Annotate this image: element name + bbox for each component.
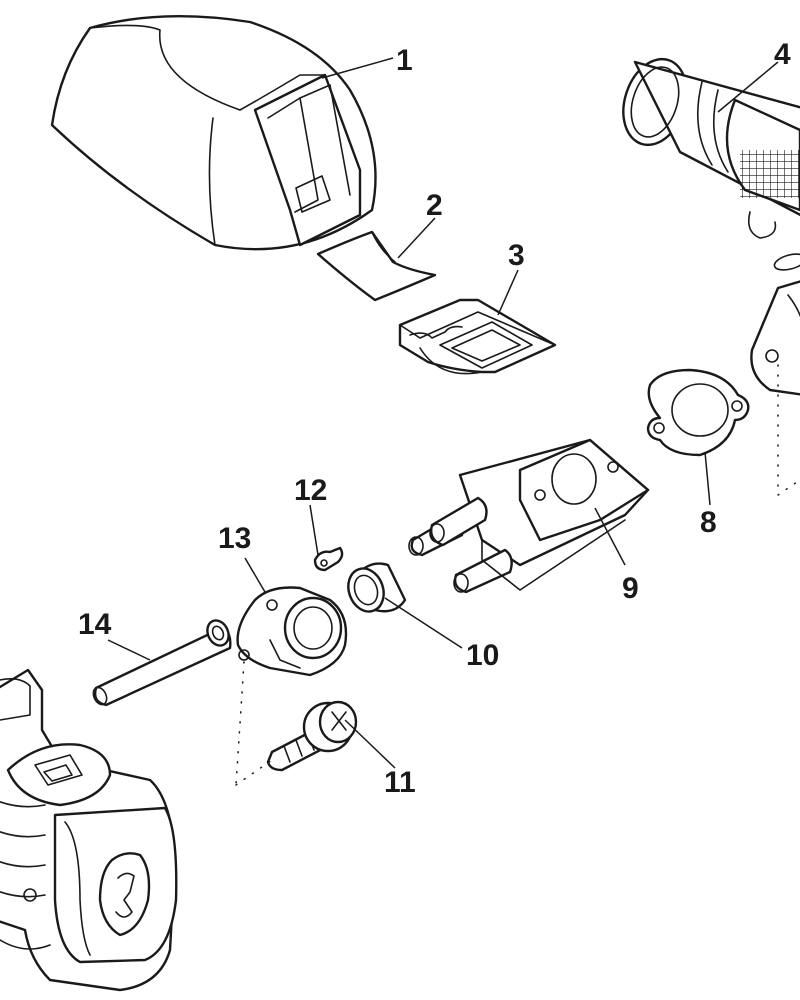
callout-labels: 1 2 3 4 8 9 10 11 12 13 14	[78, 38, 791, 799]
callout-10: 10	[466, 639, 499, 672]
callout-13: 13	[218, 522, 251, 555]
leader-lines	[107, 57, 779, 769]
callout-4: 4	[774, 38, 791, 71]
alignment-guides	[235, 364, 800, 786]
part-carburetor-body	[408, 438, 650, 594]
part-clip	[313, 546, 344, 572]
callout-8: 8	[700, 506, 717, 539]
callout-14: 14	[78, 608, 112, 641]
callout-9: 9	[622, 572, 639, 605]
part-filter-sheet	[316, 230, 437, 302]
part-gasket	[646, 368, 750, 457]
part-air-filter-cover	[50, 15, 377, 251]
part-screw	[266, 700, 358, 772]
part-right-edge-fragment	[750, 280, 800, 396]
part-mesh-filter	[622, 57, 800, 271]
part-filter-holder	[398, 298, 557, 375]
part-intake-flange	[236, 586, 348, 677]
part-engine-cylinder	[0, 668, 178, 992]
callout-3: 3	[508, 239, 525, 272]
callout-2: 2	[426, 189, 443, 222]
callout-11: 11	[384, 766, 416, 799]
callout-12: 12	[294, 474, 327, 507]
callout-1: 1	[396, 44, 413, 77]
part-rod	[92, 619, 232, 707]
part-sleeve	[347, 562, 407, 613]
